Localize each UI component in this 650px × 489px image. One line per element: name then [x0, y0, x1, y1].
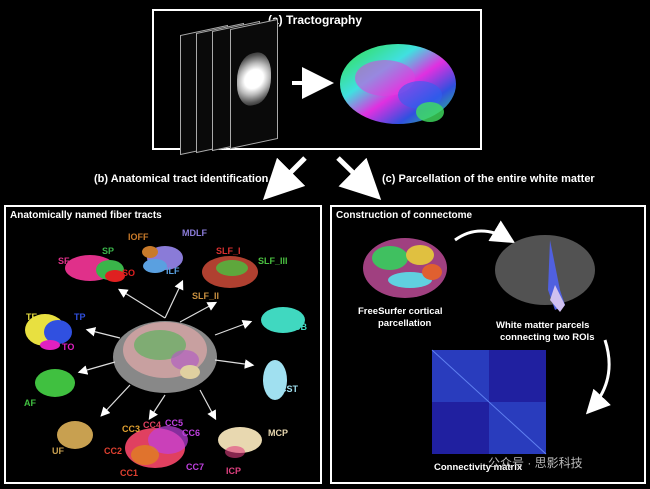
tract-label-cc3: CC3: [122, 424, 141, 434]
tract-label-slf-i: SLF_I: [216, 246, 241, 256]
tract-label-tp: TP: [74, 312, 86, 322]
watermark: 公众号 · 思影科技: [488, 456, 583, 470]
tract-label-mdlf: MDLF: [182, 228, 207, 238]
arrow-to-c: [336, 156, 382, 200]
panel-c-title: Construction of connectome: [336, 210, 473, 221]
curved-arrow-top: [454, 220, 516, 244]
tract-label-ilf: ILF: [166, 266, 180, 276]
tract-label-af: AF: [24, 398, 36, 408]
connectivity-matrix: [431, 349, 547, 455]
freesurfer-label-line2: parcellation: [378, 318, 432, 329]
panel-b-fiber-tracts: [4, 205, 322, 484]
tract-label-icp: ICP: [226, 466, 242, 476]
tract-label-slf-iii: SLF_III: [258, 256, 288, 266]
tract-label-so: SO: [122, 268, 136, 278]
freesurfer-label-line1: FreeSurfer cortical: [358, 306, 443, 317]
tract-label-uf: UF: [52, 446, 64, 456]
panel-c-connectome: [330, 205, 646, 484]
curved-arrow-right: [585, 339, 612, 415]
panel-a-tractography: [152, 9, 482, 150]
tract-label-cc1: CC1: [120, 468, 139, 478]
tract-label-cc5: CC5: [165, 418, 184, 428]
parcels-label-line1: White matter parcels: [496, 320, 590, 331]
tract-label-tf: TF: [26, 312, 37, 322]
panel-b-title: Anatomically named fiber tracts: [10, 210, 162, 221]
tract-label-cc7: CC7: [186, 462, 205, 472]
arrow-to-b: [262, 156, 307, 201]
panel-a-title: (a) Tractography: [268, 13, 363, 27]
tract-label-to: TO: [62, 342, 75, 352]
tract-label-cc4: CC4: [143, 420, 162, 430]
tract-label-cb: CB: [294, 322, 307, 332]
tract-connector-arrows: [77, 279, 255, 421]
tract-label-cc6: CC6: [182, 428, 201, 438]
tract-label-slf-ii: SLF_II: [192, 291, 220, 301]
tractography-brain: [340, 44, 456, 124]
central-mri-brain: [113, 321, 217, 393]
tract-label-mcp: MCP: [268, 428, 288, 438]
freesurfer-brain: [363, 238, 447, 298]
tract-label-cst: CST: [280, 384, 298, 394]
glass-brain: [495, 235, 595, 312]
tract-label-sf: SF: [58, 256, 70, 266]
tract-label-cc2: CC2: [104, 446, 123, 456]
tract-label-sp: SP: [102, 246, 115, 256]
matrix-label: Connectivity matrix: [434, 462, 523, 473]
parcels-label-line2: connecting two ROIs: [500, 332, 595, 343]
tract-label-ioff: IOFF: [128, 232, 149, 242]
section-b-title: (b) Anatomical tract identification: [94, 173, 269, 185]
section-c-title: (c) Parcellation of the entire white mat…: [382, 173, 595, 185]
